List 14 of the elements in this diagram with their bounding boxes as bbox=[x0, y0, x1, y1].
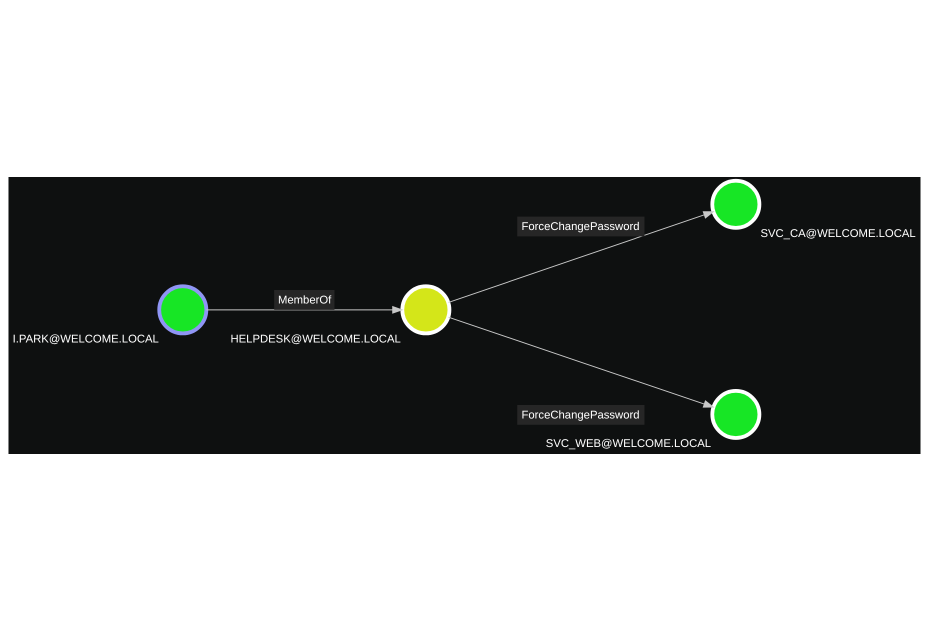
arrow bbox=[448, 316, 715, 408]
arrow bbox=[448, 211, 715, 303]
node-label: SVC_WEB@WELCOME.LOCAL bbox=[546, 438, 712, 450]
node-label: HELPDESK@WELCOME.LOCAL bbox=[230, 333, 401, 346]
node-label: I.PARK@WELCOME.LOCAL bbox=[12, 333, 159, 346]
edge-label: ForceChangePassword bbox=[522, 409, 640, 422]
node-circle bbox=[157, 284, 208, 336]
node-circle bbox=[710, 389, 762, 440]
node-circle bbox=[400, 284, 452, 336]
edge-label: MemberOf bbox=[278, 294, 332, 306]
edge-label: ForceChangePassword bbox=[522, 220, 640, 233]
arrow bbox=[206, 306, 404, 314]
node-circle bbox=[710, 178, 762, 230]
node-label: SVC_CA@WELCOME.LOCAL bbox=[760, 228, 916, 240]
